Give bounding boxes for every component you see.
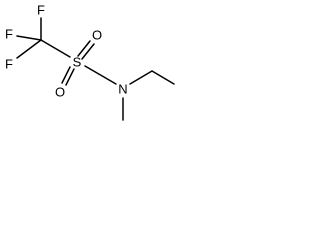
bond-s-n [84,65,117,85]
atom-nitrogen: N [118,82,127,97]
atom-fluorine-left-top: F [5,27,13,42]
bond-c-f-left-top [16,35,42,41]
bond-n-ch2 [129,70,153,85]
chemical-structure-diagram: F F F S O O N [5,3,175,121]
bond-s-o-bottom-b [65,68,75,86]
bond-s-o-bottom-a [61,66,71,84]
bond-c-f-left-bottom [16,39,42,59]
bond-s-o-top-a [77,40,91,57]
atom-sulfur: S [73,55,82,70]
atom-fluorine-top: F [37,3,45,18]
atom-labels: F F F S O O N [5,3,128,100]
bond-ch2-ch3 [151,70,175,85]
bond-c-s [40,39,71,58]
bonds [16,17,175,121]
bond-s-o-top-b [81,43,95,60]
atom-oxygen-top: O [92,28,102,43]
atom-oxygen-bottom: O [55,85,65,100]
atom-fluorine-left-bottom: F [5,57,13,72]
